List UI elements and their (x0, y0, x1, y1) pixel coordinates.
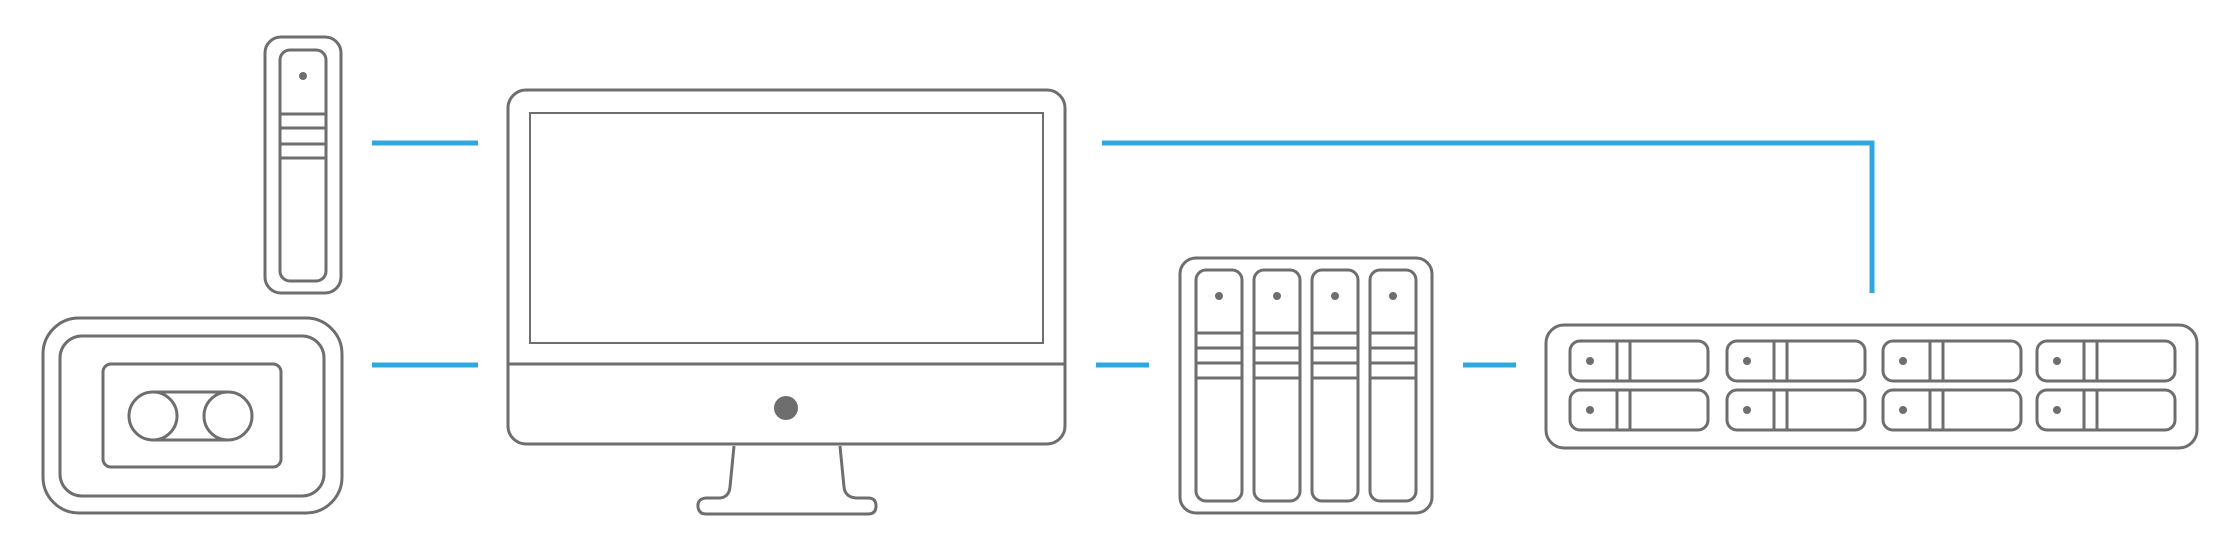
portable-drive-icon (263, 35, 343, 295)
connector-computer-to-rackmount (1102, 140, 1875, 293)
nas-bay-1 (1194, 268, 1244, 503)
rack-bay-8 (2035, 388, 2177, 432)
devices (41, 35, 2199, 516)
connectors (372, 140, 1875, 368)
rack-bay-3 (1881, 339, 2023, 383)
rackmount-storage-icon (1544, 323, 2199, 450)
rack-bay-2 (1725, 339, 1867, 383)
rack-bay-5 (1568, 388, 1710, 432)
tape-drive-icon (41, 316, 344, 515)
nas-bay-2 (1252, 268, 1302, 503)
rack-bay-6 (1725, 388, 1867, 432)
rack-bay-7 (1881, 388, 2023, 432)
monitor-icon (506, 88, 1067, 516)
rack-bay-1 (1568, 339, 1710, 383)
nas-bay-4 (1368, 268, 1418, 503)
rack-bay-4 (2035, 339, 2177, 383)
nas-bay-3 (1310, 268, 1360, 503)
nas-enclosure-icon (1178, 256, 1434, 515)
